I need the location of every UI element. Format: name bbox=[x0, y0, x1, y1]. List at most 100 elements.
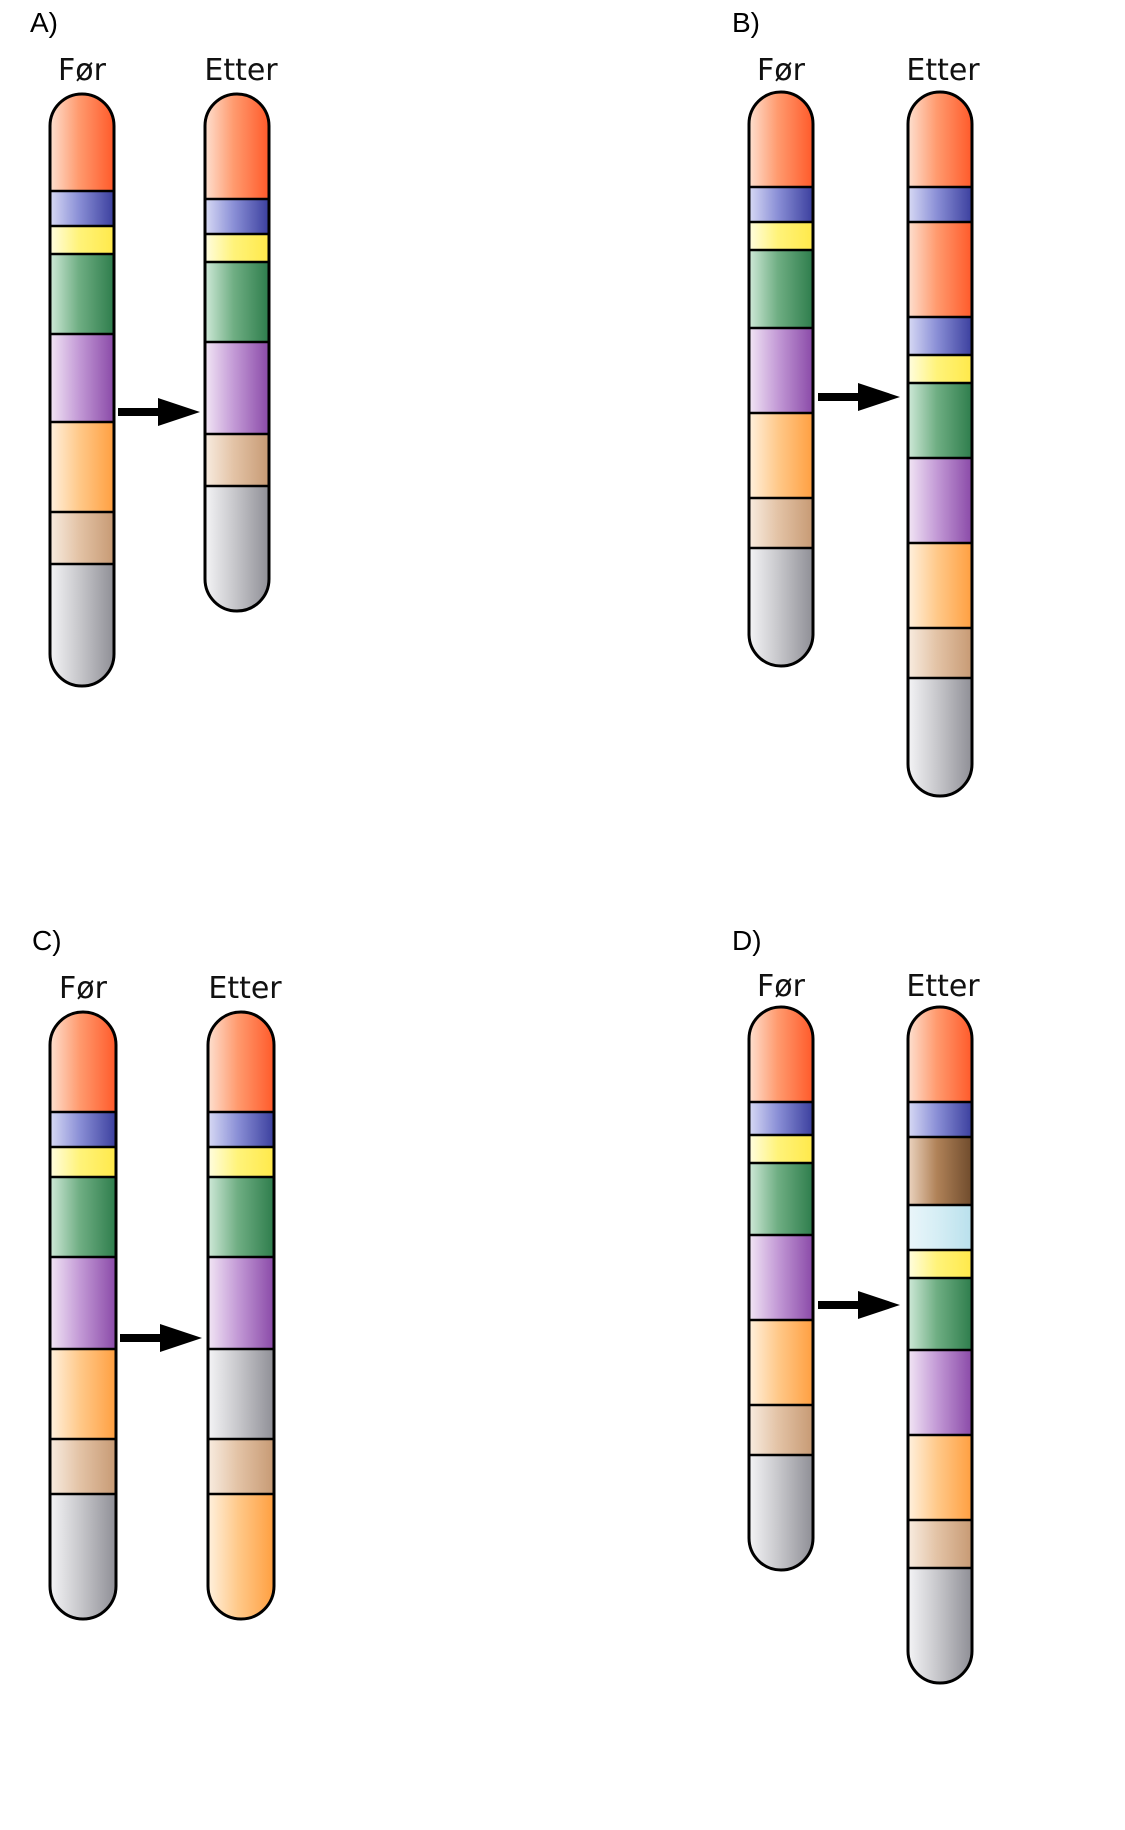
band-gray bbox=[50, 564, 114, 686]
after-label-c: Etter bbox=[208, 971, 282, 1006]
band-green bbox=[908, 1278, 972, 1350]
band-blue bbox=[50, 191, 114, 226]
arrow-icon bbox=[818, 1291, 900, 1319]
band-red bbox=[205, 94, 269, 199]
band-orange bbox=[908, 1435, 972, 1520]
band-blue bbox=[908, 187, 972, 222]
band-red bbox=[908, 222, 972, 317]
chromosome-after-c bbox=[206, 1010, 276, 1621]
before-label-a: Før bbox=[58, 53, 107, 88]
band-red bbox=[208, 1012, 274, 1112]
band-green bbox=[50, 1177, 116, 1257]
band-purple bbox=[208, 1257, 274, 1349]
chromosome-outline bbox=[48, 1010, 118, 1621]
band-blue bbox=[749, 187, 813, 222]
band-purple bbox=[50, 1257, 116, 1349]
band-yellow bbox=[208, 1147, 274, 1177]
band-orange bbox=[749, 413, 813, 498]
band-brown bbox=[908, 1137, 972, 1205]
band-yellow bbox=[749, 222, 813, 250]
band-tan bbox=[50, 512, 114, 564]
panel-c: C) Før Etter bbox=[32, 925, 282, 1621]
band-tan bbox=[50, 1439, 116, 1494]
band-lightblue bbox=[908, 1205, 972, 1250]
band-gray bbox=[50, 1494, 116, 1619]
band-blue bbox=[908, 317, 972, 355]
panel-d: D) Før Etter bbox=[732, 925, 980, 1685]
before-label-c: Før bbox=[59, 971, 108, 1006]
band-red bbox=[749, 1007, 813, 1102]
band-gray bbox=[908, 1568, 972, 1683]
band-red bbox=[749, 92, 813, 187]
band-orange bbox=[50, 1349, 116, 1439]
chromosome-after-b bbox=[906, 90, 974, 798]
band-purple bbox=[50, 334, 114, 422]
chromosome-before-c bbox=[48, 1010, 118, 1621]
panel-b: B) Før Etter bbox=[732, 7, 980, 798]
chromosome-before-b bbox=[747, 90, 815, 668]
band-green bbox=[50, 254, 114, 334]
chromosome-after-d bbox=[906, 1005, 974, 1685]
before-label-d: Før bbox=[757, 969, 806, 1004]
band-yellow bbox=[50, 226, 114, 254]
arrow-icon bbox=[118, 398, 200, 426]
chromosome-after-a bbox=[203, 92, 271, 613]
band-gray bbox=[205, 486, 269, 611]
band-tan bbox=[908, 1520, 972, 1568]
chromosome-outline bbox=[747, 1005, 815, 1572]
after-label-b: Etter bbox=[906, 53, 980, 88]
band-tan bbox=[749, 498, 813, 548]
before-label-b: Før bbox=[757, 53, 806, 88]
band-orange bbox=[208, 1494, 274, 1619]
band-gray bbox=[749, 548, 813, 666]
band-purple bbox=[749, 328, 813, 413]
band-blue bbox=[749, 1102, 813, 1135]
band-gray bbox=[908, 678, 972, 796]
band-green bbox=[208, 1177, 274, 1257]
chromosome-before-a bbox=[48, 92, 116, 688]
band-purple bbox=[749, 1235, 813, 1320]
band-orange bbox=[908, 543, 972, 628]
band-red bbox=[50, 1012, 116, 1112]
chromosome-before-d bbox=[747, 1005, 815, 1572]
band-blue bbox=[208, 1112, 274, 1147]
band-yellow bbox=[749, 1135, 813, 1163]
chromosome-outline bbox=[906, 1005, 974, 1685]
chromosome-outline bbox=[203, 92, 271, 613]
panel-label-a: A) bbox=[30, 7, 58, 38]
band-red bbox=[908, 1007, 972, 1102]
panel-a: A) Før Etter bbox=[30, 7, 278, 688]
band-yellow bbox=[50, 1147, 116, 1177]
band-orange bbox=[749, 1320, 813, 1405]
arrow-icon bbox=[120, 1324, 202, 1352]
band-green bbox=[749, 250, 813, 328]
chromosome-outline bbox=[206, 1010, 276, 1621]
band-blue bbox=[50, 1112, 116, 1147]
panel-label-c: C) bbox=[32, 925, 62, 956]
band-purple bbox=[205, 342, 269, 434]
band-tan bbox=[208, 1439, 274, 1494]
band-tan bbox=[205, 434, 269, 486]
band-orange bbox=[50, 422, 114, 512]
band-purple bbox=[908, 458, 972, 543]
band-green bbox=[908, 383, 972, 458]
band-purple bbox=[908, 1350, 972, 1435]
band-yellow bbox=[205, 234, 269, 262]
panel-label-b: B) bbox=[732, 7, 760, 38]
band-gray bbox=[749, 1455, 813, 1570]
band-red bbox=[50, 94, 114, 191]
band-blue bbox=[908, 1102, 972, 1137]
band-blue bbox=[205, 199, 269, 234]
chromosome-outline bbox=[747, 90, 815, 668]
chromosome-outline bbox=[906, 90, 974, 798]
chromosome-outline bbox=[48, 92, 116, 688]
band-yellow bbox=[908, 355, 972, 383]
panel-label-d: D) bbox=[732, 925, 762, 956]
band-tan bbox=[749, 1405, 813, 1455]
after-label-a: Etter bbox=[204, 53, 278, 88]
after-label-d: Etter bbox=[906, 969, 980, 1004]
band-gray bbox=[208, 1349, 274, 1439]
band-green bbox=[749, 1163, 813, 1235]
band-green bbox=[205, 262, 269, 342]
